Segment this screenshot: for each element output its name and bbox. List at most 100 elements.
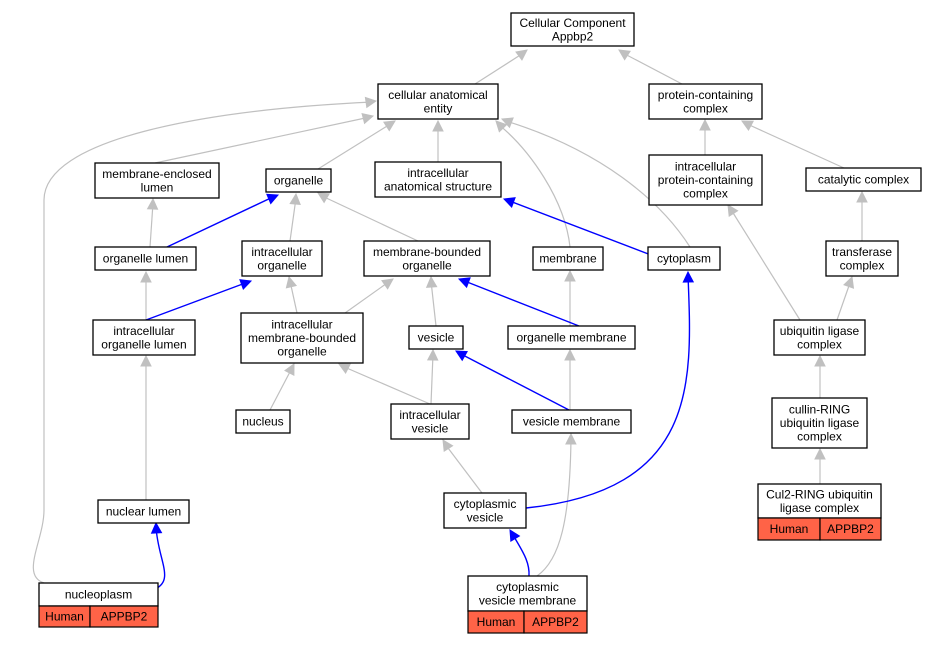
is-a-arrowhead <box>814 447 826 460</box>
gene-label: APPBP2 <box>532 615 579 629</box>
node-box <box>647 246 721 271</box>
node-box <box>507 325 636 350</box>
go-term-node-nucleoplasm[interactable]: nucleoplasm <box>38 582 159 607</box>
node-box <box>94 246 197 271</box>
go-term-node-organelle-lumen[interactable]: organelle lumen <box>94 246 197 271</box>
node-label-line: vesicle membrane <box>479 593 577 607</box>
go-term-node-organelle[interactable]: organelle <box>265 168 332 193</box>
go-term-node-nucleus[interactable]: nucleus <box>235 409 291 434</box>
node-label-line: complex <box>797 430 842 444</box>
node-label-line: cytoplasmic <box>454 497 517 511</box>
is-a-arrowhead <box>289 192 301 205</box>
part-of-arrowhead <box>502 197 516 209</box>
is-a-arrowhead <box>425 275 438 288</box>
node-label-line: organelle <box>257 258 307 272</box>
gene-cell <box>523 610 588 634</box>
is-a-edge <box>444 443 483 494</box>
is-a-arrowhead <box>564 348 576 361</box>
node-label-line: nucleus <box>242 415 283 429</box>
is-a-arrowhead <box>284 363 295 376</box>
node-box <box>240 312 364 364</box>
node-box <box>97 499 190 524</box>
is-a-edge <box>430 280 437 327</box>
species-label: Human <box>770 522 809 536</box>
node-label-line: anatomical structure <box>384 179 492 193</box>
node-box <box>825 240 899 277</box>
part-of-edge <box>506 199 652 256</box>
is-a-arrowhead <box>146 197 159 210</box>
node-box <box>363 240 491 277</box>
node-label-line: organelle lumen <box>101 337 186 351</box>
node-label-line: vesicle <box>418 331 455 345</box>
is-a-arrowhead <box>383 120 396 132</box>
is-a-edge <box>32 101 374 584</box>
species-label: Human <box>477 615 516 629</box>
is-a-edge <box>321 195 419 242</box>
go-term-node-vm[interactable]: vesicle membrane <box>511 409 632 434</box>
node-label-line: vesicle <box>412 421 449 435</box>
node-box <box>241 240 323 277</box>
is-a-edge <box>154 116 371 164</box>
is-a-arrowhead <box>364 96 378 109</box>
go-term-node-cytoplasm[interactable]: cytoplasm <box>647 246 721 271</box>
go-term-node-nuclear-lumen[interactable]: nuclear lumen <box>97 499 190 524</box>
part-of-arrowhead <box>266 193 280 205</box>
go-term-node-catalytic[interactable]: catalytic complex <box>805 167 922 192</box>
node-label-line: organelle <box>274 174 324 188</box>
part-of-edge <box>154 526 166 590</box>
node-label-line: protein-containing <box>658 88 753 102</box>
node-label-line: transferase <box>832 245 892 259</box>
is-a-edge <box>430 353 434 405</box>
annotation-row-nucleoplasm: Human APPBP2 <box>38 605 159 628</box>
gene-label: APPBP2 <box>101 610 148 624</box>
species-label: Human <box>45 610 84 624</box>
node-box <box>648 154 763 206</box>
part-of-arrowhead <box>682 270 695 283</box>
is-a-edge <box>344 280 391 314</box>
is-a-edge <box>744 122 845 169</box>
node-label-line: membrane-enclosed <box>102 167 211 181</box>
is-a-arrowhead <box>564 269 576 282</box>
node-box <box>92 319 196 356</box>
is-a-edge <box>536 437 572 577</box>
node-box <box>443 492 527 529</box>
is-a-arrowhead <box>285 275 298 289</box>
is-a-arrowhead <box>500 117 514 129</box>
part-of-arrowhead <box>239 279 253 291</box>
node-box <box>94 162 220 199</box>
is-a-arrowhead <box>442 439 454 452</box>
node-label-line: organelle <box>277 345 327 359</box>
node-box <box>532 246 604 271</box>
part-of-arrowhead <box>457 277 471 289</box>
node-label-line: cytoplasmic <box>496 580 559 594</box>
annotation-row-cvm: Human APPBP2 <box>467 610 588 634</box>
go-term-node-membrane[interactable]: membrane <box>532 246 604 271</box>
is-a-edge <box>289 197 297 242</box>
is-a-arrowhead <box>515 49 528 61</box>
node-box <box>805 167 922 192</box>
part-of-edge <box>166 195 276 248</box>
is-a-edge <box>474 51 526 85</box>
is-a-arrowhead <box>741 120 754 132</box>
go-term-node-vesicle[interactable]: vesicle <box>408 325 464 350</box>
go-term-node-om[interactable]: organelle membrane <box>507 325 636 350</box>
